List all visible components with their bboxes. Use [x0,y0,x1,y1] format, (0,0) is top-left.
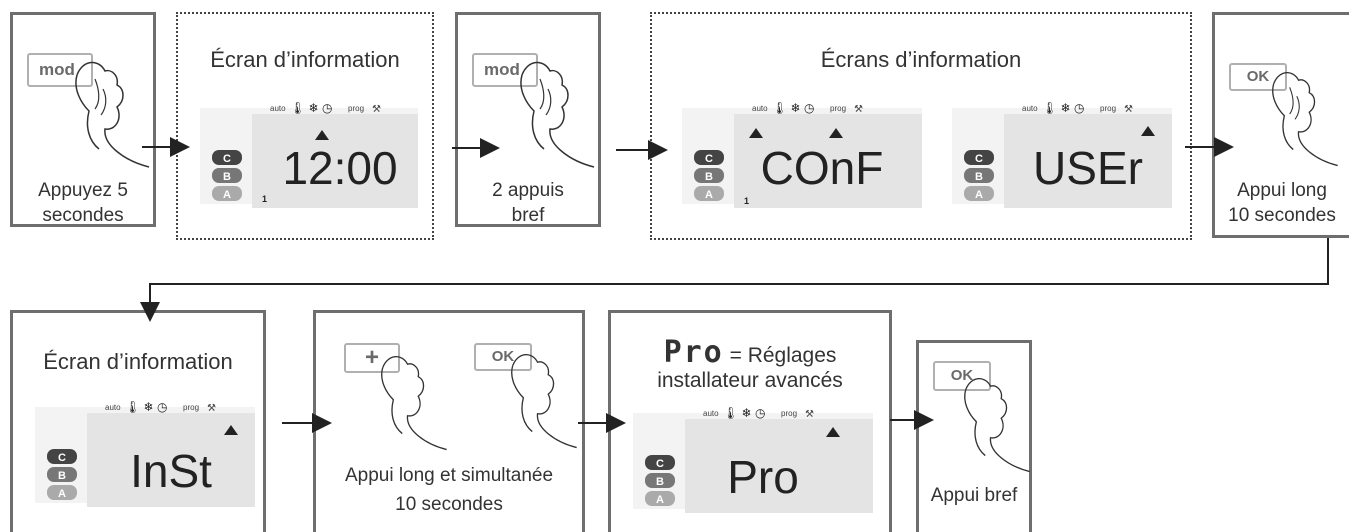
pointing-hand-icon [1272,72,1338,167]
ok-button[interactable]: OK [474,343,532,371]
lcd-main-text: InSt [130,445,212,497]
svg-text:A: A [58,488,66,500]
svg-text:A: A [223,189,231,201]
svg-text:auto: auto [105,403,121,412]
lcd-display-inst: auto 🌡 ❄ ◷ prog ⚒ C B A InSt [35,400,255,507]
ok-button[interactable]: OK [933,361,991,391]
pointing-hand-icon [964,378,1030,473]
panel-title: Écrans d’information [820,47,1022,72]
panel-title: Pro = Réglages [663,335,837,370]
lcd-main-text: COnF [761,142,884,194]
svg-text:🌡 ❄ ◷: 🌡 ❄ ◷ [1042,101,1085,115]
svg-text:🌡 ❄ ◷: 🌡 ❄ ◷ [125,400,168,414]
lcd-display-conf: auto 🌡 ❄ ◷ prog ⚒ C B A COnF 1 [682,101,922,208]
auto-label: auto [270,104,286,113]
svg-text:auto: auto [752,104,768,113]
svg-text:prog: prog [830,104,846,113]
svg-text:B: B [975,171,983,183]
svg-text:B: B [58,470,66,482]
panel-subtitle: installateur avancés [657,369,843,392]
pointing-hand-icon [520,61,595,168]
info-screens-panel: Écrans d’information auto 🌡 ❄ ◷ prog ⚒ C… [650,12,1192,240]
svg-text:B: B [705,171,713,183]
mod-button[interactable]: mod [472,53,538,87]
svg-text:🌡 ❄ ◷: 🌡 ❄ ◷ [290,101,333,115]
svg-text:🌡 ❄ ◷: 🌡 ❄ ◷ [772,101,815,115]
svg-text:⚒: ⚒ [372,104,381,115]
mod-button[interactable]: mod [27,53,93,87]
svg-text:prog: prog [348,104,364,113]
svg-text:A: A [975,189,983,201]
svg-text:C: C [58,452,66,464]
pointing-hand-icon [75,61,150,168]
svg-text:prog: prog [1100,104,1116,113]
lcd-main-text: Pro [727,451,799,503]
svg-text:A: A [705,189,713,201]
pointing-hand-icon [381,356,447,451]
svg-text:C: C [705,153,713,165]
svg-text:1: 1 [744,196,749,206]
svg-text:⚒: ⚒ [854,104,863,115]
svg-text:C: C [975,153,983,165]
install-info-panel: Écran d’information auto 🌡 ❄ ◷ prog ⚒ C … [10,310,266,532]
svg-text:C: C [223,153,231,165]
pointing-hand-icon [511,354,577,449]
svg-text:1: 1 [262,194,267,204]
lcd-display-pro: auto 🌡 ❄ ◷ prog ⚒ C B A Pro [633,406,873,513]
panel-title: Écran d’information [43,349,233,374]
pro-segment-label: Pro [663,335,724,370]
lcd-display-user: auto 🌡 ❄ ◷ prog ⚒ C B A USEr [952,101,1172,208]
ok-button[interactable]: OK [1229,63,1287,91]
svg-text:prog: prog [781,409,797,418]
lcd-display: auto 🌡 ❄ ◷ prog ⚒ C B A 12:00 1 [200,101,418,208]
svg-text:B: B [656,476,664,488]
svg-text:auto: auto [1022,104,1038,113]
svg-text:C: C [656,458,664,470]
panel-title: Écran d’information [210,47,400,72]
plus-button[interactable]: + [344,343,400,373]
step-press-ok-short: OK Appui bref [916,340,1032,532]
lcd-main-text: USEr [1033,142,1143,194]
step-caption: Appui bref [930,485,1018,506]
svg-text:⚒: ⚒ [1124,104,1133,115]
svg-text:A: A [656,494,664,506]
svg-text:B: B [223,171,231,183]
info-screen-panel: Écran d’information auto 🌡 ❄ ◷ prog ⚒ C … [176,12,434,240]
svg-text:auto: auto [703,409,719,418]
svg-text:⚒: ⚒ [805,409,814,420]
svg-text:🌡 ❄ ◷: 🌡 ❄ ◷ [723,406,766,420]
svg-text:prog: prog [183,403,199,412]
svg-text:⚒: ⚒ [207,403,216,414]
lcd-main-text: 12:00 [282,142,397,194]
